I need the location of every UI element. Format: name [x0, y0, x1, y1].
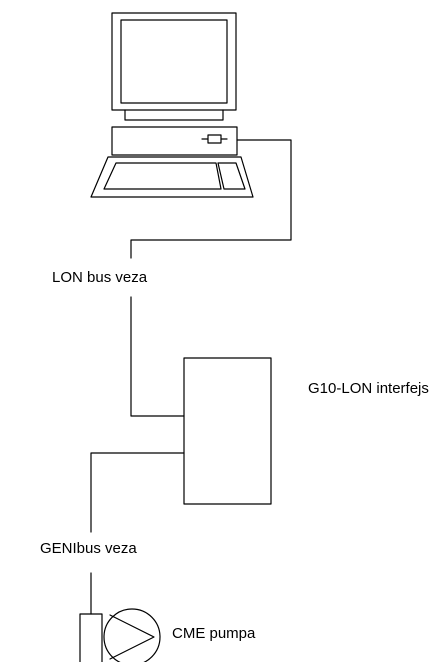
- monitor-stand: [125, 110, 223, 120]
- interface-box: [184, 358, 271, 504]
- keyboard-keys: [104, 163, 221, 189]
- computer-icon: [91, 13, 253, 197]
- lon-bus-line-upper: [131, 140, 291, 258]
- pump-icon: [80, 609, 160, 662]
- monitor-screen: [121, 20, 227, 103]
- keyboard-pad: [218, 163, 245, 189]
- genibus-line-upper: [91, 453, 184, 532]
- pump-label: CME pumpa: [172, 626, 255, 641]
- interface-label: G10-LON interfejs: [308, 381, 429, 396]
- lon-bus-label: LON bus veza: [52, 270, 147, 285]
- genibus-label: GENIbus veza: [40, 541, 137, 556]
- disk-slot: [208, 135, 221, 143]
- monitor-frame: [112, 13, 236, 110]
- lon-bus-line-lower: [131, 297, 184, 416]
- pump-body: [80, 614, 102, 662]
- pump-triangle: [110, 615, 154, 659]
- system-unit: [112, 127, 237, 155]
